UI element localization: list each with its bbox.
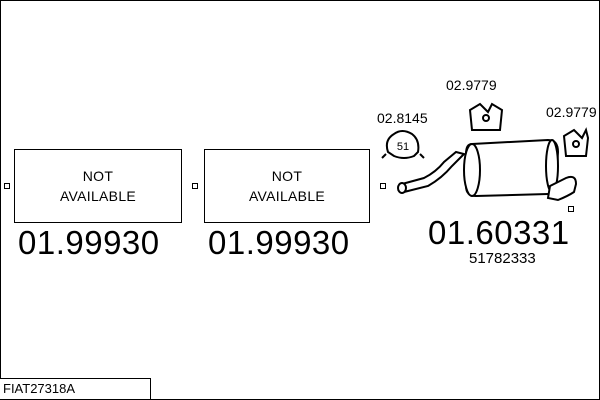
assembly-code-box: FIAT27318A	[0, 378, 151, 399]
rubber-hanger-icon	[468, 102, 504, 131]
not-available-label: NOT AVAILABLE	[249, 166, 325, 206]
pipe-connector	[380, 183, 386, 189]
pipe-connector	[568, 206, 574, 212]
not-available-line: NOT	[82, 168, 114, 184]
assembly-code: FIAT27318A	[3, 381, 76, 396]
not-available-box: NOT AVAILABLE	[204, 149, 370, 223]
part-number: 01.99930	[208, 224, 350, 261]
oem-number: 51782333	[469, 250, 536, 267]
accessory-part-number: 02.9779	[446, 77, 497, 93]
not-available-line: AVAILABLE	[59, 188, 137, 204]
part-number: 01.99930	[18, 224, 160, 261]
clamp-ring-icon: 51	[381, 130, 425, 159]
exhaust-diagram: 51	[381, 102, 590, 202]
clamp-ring-label: 51	[397, 141, 409, 153]
not-available-box: NOT AVAILABLE	[14, 149, 182, 223]
rear-silencer-icon	[397, 138, 578, 202]
rubber-hanger-icon	[562, 127, 590, 157]
accessory-part-number: 02.8145	[377, 110, 428, 126]
not-available-line: AVAILABLE	[248, 188, 326, 204]
part-number: 01.60331	[428, 214, 570, 251]
accessory-part-number: 02.9779	[546, 104, 597, 120]
pipe-connector	[192, 183, 198, 189]
pipe-connector	[4, 183, 10, 189]
not-available-label: NOT AVAILABLE	[60, 166, 136, 206]
not-available-line: NOT	[271, 168, 303, 184]
